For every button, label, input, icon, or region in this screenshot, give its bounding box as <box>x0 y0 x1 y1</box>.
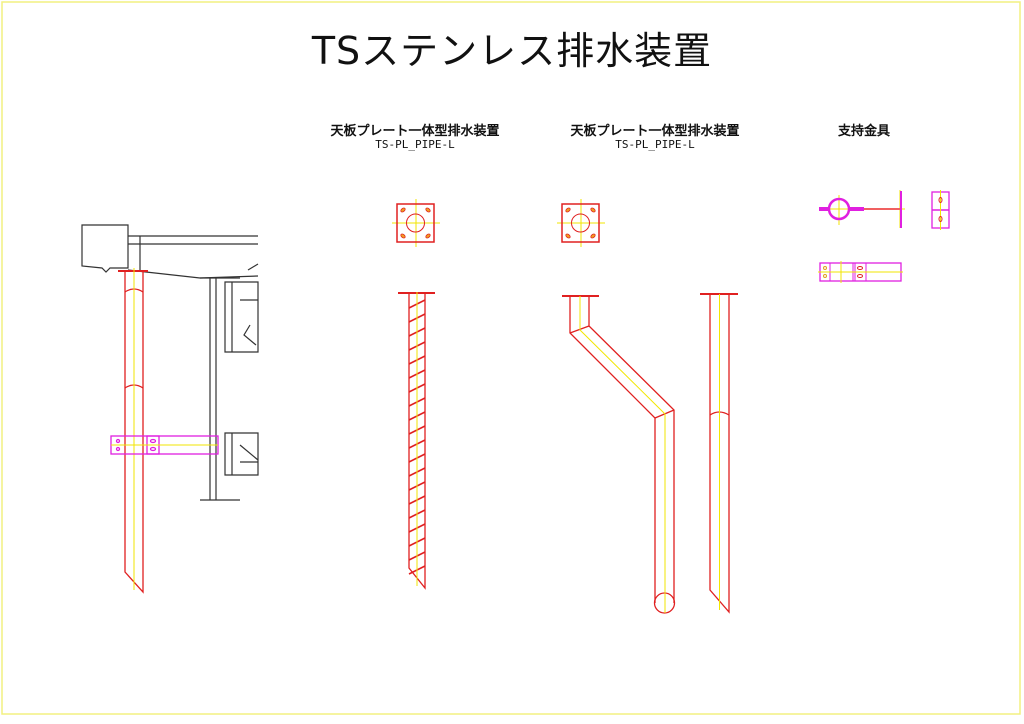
drain-pipe <box>118 270 148 594</box>
installation-view <box>81 224 259 594</box>
support-fitting-view <box>818 190 950 283</box>
view-3-caption: 支持金具 <box>837 124 891 139</box>
bridge-structure <box>81 224 259 501</box>
top-plate-2 <box>557 199 605 247</box>
pipe-view-1 <box>392 199 440 590</box>
pipe-view-2 <box>557 199 738 614</box>
view-1-model: TS-PL_PIPE-L <box>375 138 455 151</box>
view-2-model: TS-PL_PIPE-L <box>615 138 695 151</box>
view-1-caption: 天板プレート一体型排水装置 <box>330 124 500 139</box>
offset-pipe <box>562 295 676 614</box>
top-plate-1 <box>392 199 440 247</box>
drawing-title: TSステンレス排水装置 <box>311 29 713 73</box>
view-2-caption: 天板プレート一体型排水装置 <box>570 124 740 139</box>
